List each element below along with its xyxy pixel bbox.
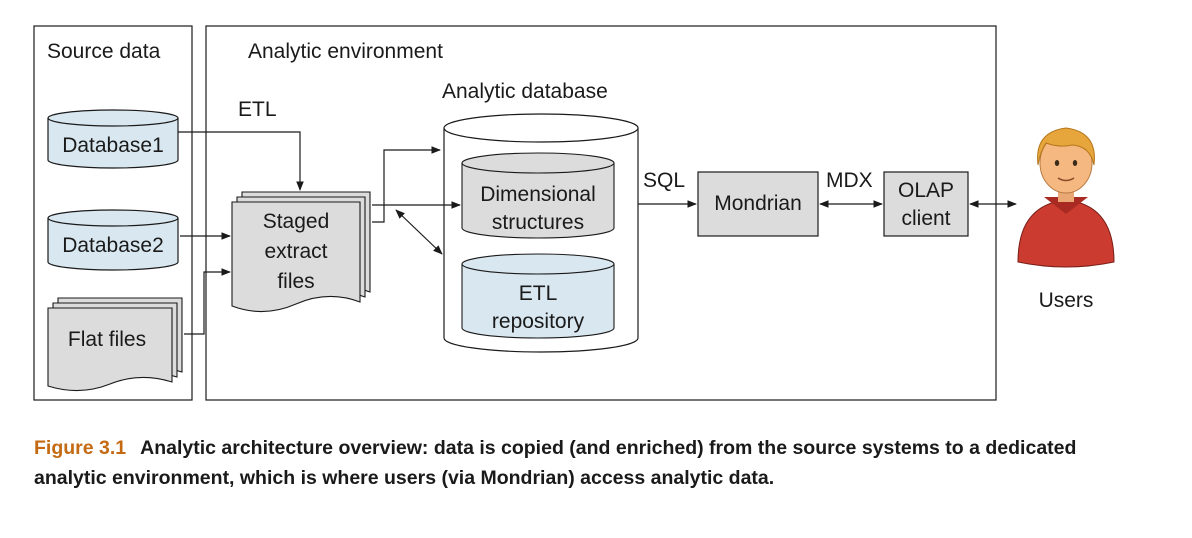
figure-caption-text: Analytic architecture overview: data is … <box>34 437 1077 489</box>
users-label: Users <box>1039 289 1094 312</box>
staged-to-db-top-arrow <box>372 146 441 223</box>
sql-label: SQL <box>643 169 685 192</box>
mondrian-label: Mondrian <box>714 192 802 215</box>
staged-label-line1: Staged <box>263 210 330 233</box>
flat-files-label: Flat files <box>68 328 146 351</box>
analytic-environment-title: Analytic environment <box>248 40 443 63</box>
flat-files-stack: Flat files <box>47 297 183 392</box>
etl-repository-label-line1: ETL <box>519 282 558 305</box>
database2-label: Database2 <box>62 234 164 257</box>
source-data-title: Source data <box>47 40 161 63</box>
mdx-label: MDX <box>826 169 873 192</box>
olap-label-line2: client <box>901 207 950 230</box>
database2-cylinder: Database2 <box>47 209 179 271</box>
dimensional-structures-cylinder: Dimensional structures <box>461 152 615 239</box>
olap-client-box <box>883 171 969 237</box>
flat-to-staged-arrow <box>184 268 231 335</box>
staged-extract-files: Staged extract files <box>231 191 371 313</box>
dimensional-label-line1: Dimensional <box>480 183 596 206</box>
dimensional-label-line2: structures <box>492 211 584 234</box>
etl-repository-cylinder: ETL repository <box>461 253 615 339</box>
db1-to-staged-arrow <box>178 131 304 191</box>
architecture-diagram: Source data Analytic environment ETL Ana… <box>33 25 1115 401</box>
staged-etl-repository-arrow <box>395 209 443 255</box>
mondrian-box <box>697 171 819 237</box>
analytic-database-label: Analytic database <box>442 80 608 103</box>
etl-repository-label-line2: repository <box>492 310 585 333</box>
user-icon <box>1017 127 1115 268</box>
staged-label-line2: extract <box>264 240 327 263</box>
figure-label: Figure 3.1 <box>34 437 127 459</box>
etl-label: ETL <box>238 98 277 121</box>
database1-label: Database1 <box>62 134 164 157</box>
staged-label-line3: files <box>277 270 314 293</box>
database1-cylinder: Database1 <box>47 109 179 169</box>
olap-label-line1: OLAP <box>898 179 954 202</box>
